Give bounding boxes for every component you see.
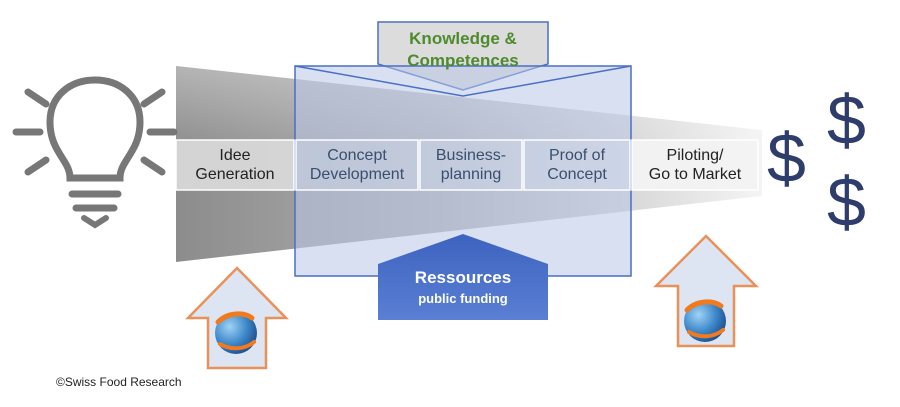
stage-box-proof bbox=[523, 139, 631, 191]
copyright-text: ©Swiss Food Research bbox=[56, 375, 182, 389]
knowledge-chevron bbox=[294, 65, 632, 97]
stage-label-proof: Proof of Concept bbox=[547, 147, 607, 183]
stage-label-idee: Idee Generation bbox=[195, 147, 275, 183]
stage-label-concept: Concept Development bbox=[309, 147, 405, 183]
stage-bar bbox=[175, 139, 759, 191]
dollar-sign-bottom: $ bbox=[827, 163, 866, 241]
stage-box-piloting bbox=[631, 139, 759, 191]
up-arrow-icon bbox=[652, 234, 760, 348]
knowledge-title: Knowledge & Competences bbox=[407, 29, 519, 70]
lightbulb-icon bbox=[12, 76, 178, 229]
resources-title: Ressources bbox=[414, 268, 512, 287]
globe-icon bbox=[215, 311, 257, 354]
stage-label-business: Business- planning bbox=[435, 147, 507, 183]
dollar-sign-large: $ bbox=[767, 119, 806, 197]
globe-icon bbox=[684, 299, 726, 342]
stage-box-concept bbox=[295, 139, 419, 191]
dollar-sign-top: $ bbox=[827, 81, 866, 159]
stage-label-piloting: Piloting/ Go to Market bbox=[648, 147, 742, 183]
stage-box-business bbox=[419, 139, 523, 191]
stage-box-idee bbox=[175, 139, 295, 191]
resources-box bbox=[378, 234, 548, 320]
resources-subtitle: public funding bbox=[418, 291, 508, 306]
